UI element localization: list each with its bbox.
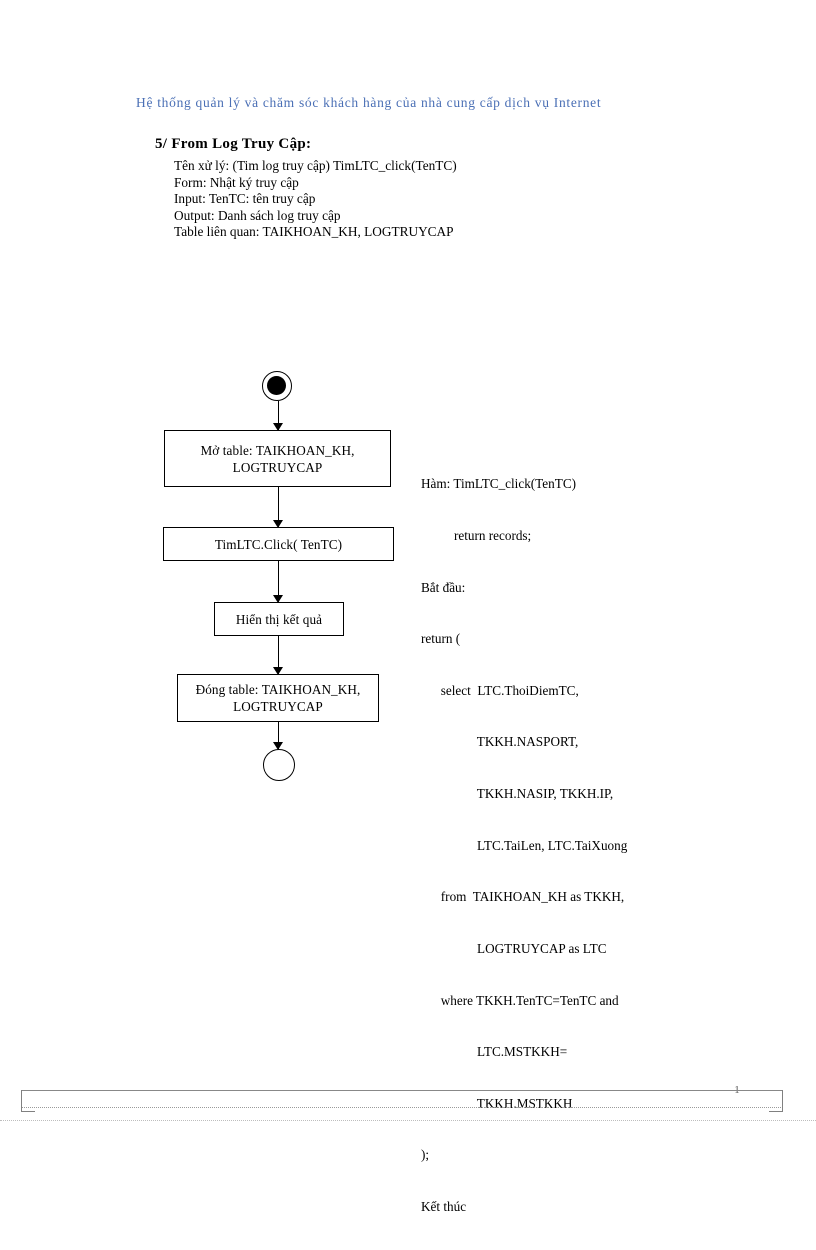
pseudocode-line-11: LTC.MSTKKH= [421, 1044, 568, 1060]
pseudocode-line-1: return records; [421, 528, 532, 544]
margin-corner-mark-right [769, 1090, 783, 1112]
spec-list: Tên xử lý: (Tim log truy cập) TimLTC_cli… [174, 158, 457, 241]
running-header: Hệ thống quản lý và chăm sóc khách hàng … [136, 95, 602, 110]
flow-node-open-table: Mở table: TAIKHOAN_KH, LOGTRUYCAP [164, 430, 391, 487]
activity-flowchart: Mở table: TAIKHOAN_KH, LOGTRUYCAP TimLTC… [163, 371, 394, 781]
flow-node-call-timltc-label: TimLTC.Click( TenTC) [214, 536, 343, 552]
document-page: Hệ thống quản lý và chăm sóc khách hàng … [0, 95, 816, 1214]
pseudocode-line-4: select LTC.ThoiDiemTC, [421, 682, 579, 698]
spec-row-output: Output: Danh sách log truy cập [174, 207, 341, 223]
spec-row-table-lien-quan: Table liên quan: TAIKHOAN_KH, LOGTRUYCAP [174, 224, 454, 239]
pseudocode-block: Hàm: TimLTC_click(TenTC) return records;… [421, 441, 627, 1250]
flow-node-call-timltc: TimLTC.Click( TenTC) [163, 527, 394, 561]
pseudocode-line-5: TKKH.NASPORT, [421, 734, 579, 750]
connector-arrow-close-to-end [271, 722, 286, 750]
flow-node-open-table-line1: Mở table: TAIKHOAN_KH, [200, 442, 355, 458]
pseudocode-line-12: TKKH.MSTKKH [421, 1095, 573, 1111]
pseudocode-line-13: ); [421, 1147, 430, 1163]
footer-frame [21, 1090, 783, 1108]
page-bottom-rule [0, 1120, 816, 1121]
pseudocode-line-9: LOGTRUYCAP as LTC [421, 940, 607, 956]
pseudocode-line-7: LTC.TaiLen, LTC.TaiXuong [421, 837, 628, 853]
flow-node-close-table-line2: LOGTRUYCAP [233, 699, 323, 714]
connector-arrow-call-to-show [271, 561, 286, 603]
margin-corner-mark-left [21, 1090, 35, 1112]
section-heading: 5/ From Log Truy Cập: [155, 136, 312, 152]
flow-node-show-result: Hiển thị kết quả [214, 602, 344, 636]
pseudocode-line-8: from TAIKHOAN_KH as TKKH, [421, 889, 625, 905]
pseudocode-line-0: Hàm: TimLTC_click(TenTC) [421, 476, 577, 492]
pseudocode-line-3: return ( [421, 631, 461, 647]
spec-row-input: Input: TenTC: tên truy cập [174, 191, 316, 206]
pseudocode-line-2: Bắt đầu: [421, 579, 466, 595]
flow-node-close-table: Đóng table: TAIKHOAN_KH, LOGTRUYCAP [177, 674, 379, 722]
connector-arrow-show-to-close [271, 636, 286, 675]
connector-arrow-start-to-open [271, 401, 286, 431]
spec-row-form: Form: Nhật ký truy cập [174, 174, 299, 190]
pseudocode-line-6: TKKH.NASIP, TKKH.IP, [421, 786, 614, 802]
pseudocode-line-10: where TKKH.TenTC=TenTC and [421, 992, 619, 1008]
pseudocode-line-14: Kết thúc [421, 1198, 467, 1214]
end-node-icon [263, 749, 295, 781]
spec-row-ten-xu-ly: Tên xử lý: (Tim log truy cập) TimLTC_cli… [174, 158, 457, 173]
start-node-icon [262, 371, 292, 401]
flow-node-close-table-line1: Đóng table: TAIKHOAN_KH, [195, 682, 361, 697]
flow-node-show-result-label: Hiển thị kết quả [235, 611, 323, 627]
connector-arrow-open-to-call [271, 487, 286, 528]
flow-node-open-table-line2: LOGTRUYCAP [232, 459, 323, 475]
